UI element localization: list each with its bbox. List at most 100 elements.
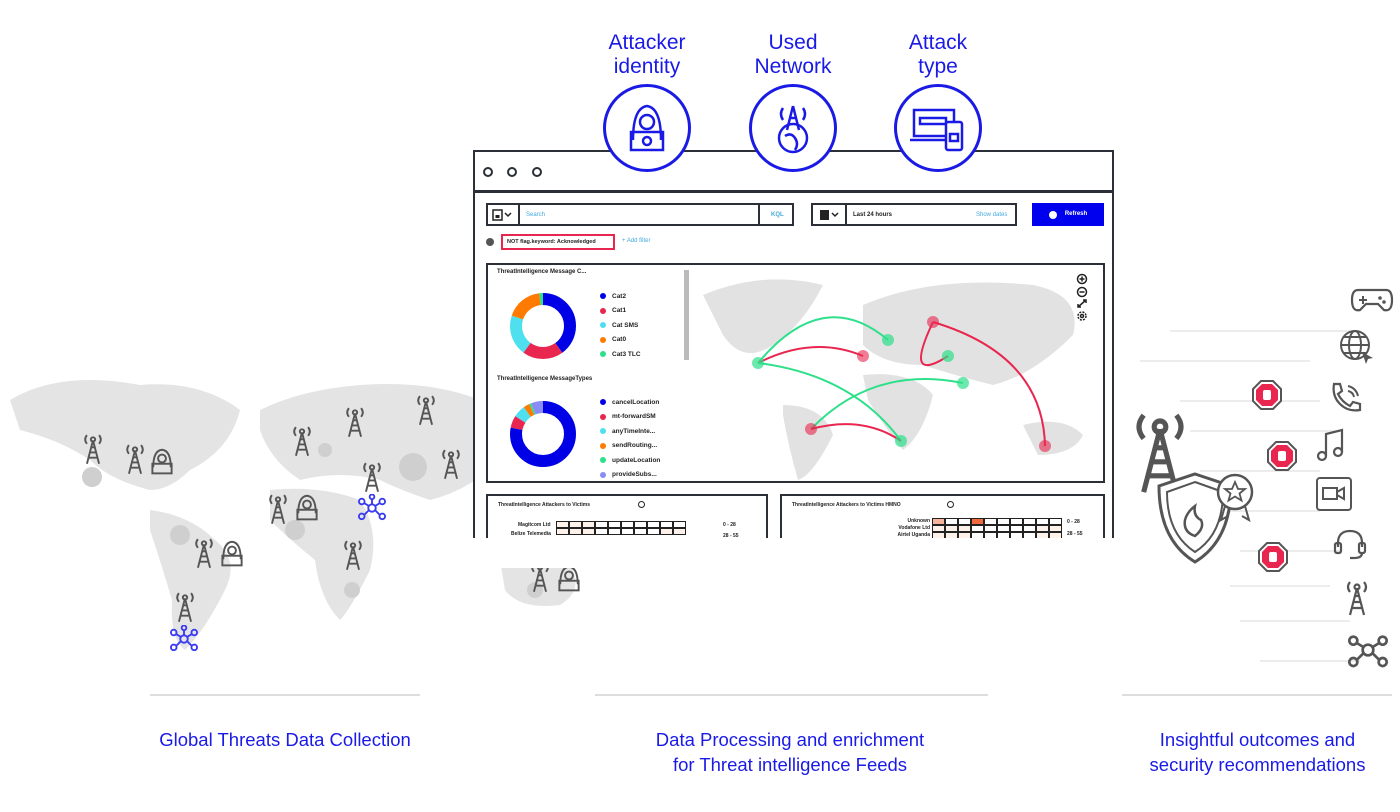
heat2-legend: 28 - 55 bbox=[1067, 531, 1083, 537]
filter-options-icon[interactable] bbox=[486, 238, 494, 246]
legend-dot bbox=[600, 399, 606, 406]
heatmap-cell[interactable] bbox=[673, 528, 686, 535]
heatmap-cell[interactable] bbox=[569, 528, 582, 535]
network-node-icon bbox=[170, 625, 198, 653]
heatmap-cell[interactable] bbox=[997, 525, 1010, 532]
info-icon[interactable] bbox=[947, 501, 954, 508]
zoom-out-icon[interactable] bbox=[1076, 286, 1088, 298]
heatmap-cell[interactable] bbox=[634, 521, 647, 528]
donut-chart-message-types bbox=[510, 401, 576, 467]
heatmap-cell[interactable] bbox=[1049, 525, 1062, 532]
hacker-icon bbox=[148, 448, 176, 476]
heatmap-cell[interactable] bbox=[984, 525, 997, 532]
heatmap-grid bbox=[556, 521, 686, 535]
legend-item[interactable]: provideSubs... bbox=[600, 468, 660, 483]
heatmap-cell[interactable] bbox=[608, 521, 621, 528]
dashboard-window: Search KQL Last 24 hours Show dates Refr… bbox=[473, 150, 1114, 550]
heatmap-cell[interactable] bbox=[1010, 518, 1023, 525]
scrollbar[interactable] bbox=[684, 270, 689, 360]
legend-dot bbox=[600, 413, 606, 420]
legend-item[interactable]: Cat0 bbox=[600, 333, 641, 348]
heatmap-cell[interactable] bbox=[945, 518, 958, 525]
heatmap-cell[interactable] bbox=[621, 528, 634, 535]
heatmap-cell[interactable] bbox=[1049, 518, 1062, 525]
legend-label: provideSubs... bbox=[612, 471, 657, 479]
stop-hand-icon bbox=[1258, 542, 1288, 572]
heat2-legend: 0 - 28 bbox=[1067, 519, 1080, 525]
legend-dot bbox=[600, 293, 606, 300]
heatmap-cell[interactable] bbox=[971, 518, 984, 525]
shield-flame-icon bbox=[1157, 472, 1233, 564]
heatmap-cell[interactable] bbox=[582, 521, 595, 528]
heatmap-cell[interactable] bbox=[634, 528, 647, 535]
window-dot[interactable] bbox=[483, 167, 493, 177]
fullscreen-icon[interactable] bbox=[1077, 299, 1087, 308]
heatmap-cell[interactable] bbox=[660, 528, 673, 535]
heatmap-cell[interactable] bbox=[673, 521, 686, 528]
heatmap-cell[interactable] bbox=[997, 518, 1010, 525]
date-picker[interactable]: Last 24 hours Show dates bbox=[811, 203, 1017, 226]
zoom-in-icon[interactable] bbox=[1076, 273, 1088, 285]
info-icon[interactable] bbox=[638, 501, 645, 508]
heatmap-cell[interactable] bbox=[621, 521, 634, 528]
heat2-row: Vodafone Ltd bbox=[898, 525, 930, 531]
window-dot[interactable] bbox=[507, 167, 517, 177]
calendar-icon[interactable] bbox=[819, 209, 841, 221]
heatmap-cell[interactable] bbox=[1023, 518, 1036, 525]
legend-item[interactable]: Cat1 bbox=[600, 304, 641, 319]
heatmap-cell[interactable] bbox=[1036, 518, 1049, 525]
heat2-title: ThreatIntelligence Attackers to Victims … bbox=[792, 502, 901, 508]
heatmap-cell[interactable] bbox=[660, 521, 673, 528]
heatmap-cell[interactable] bbox=[971, 525, 984, 532]
filter-pill[interactable]: NOT flag.keyword: Acknowledged bbox=[501, 234, 615, 250]
heatmap-cell[interactable] bbox=[595, 528, 608, 535]
legend-label: Cat SMS bbox=[612, 321, 639, 329]
legend-item[interactable]: anyTimeInte... bbox=[600, 424, 660, 439]
heatmap-cell[interactable] bbox=[556, 528, 569, 535]
legend-item[interactable]: Cat3 TLC bbox=[600, 347, 641, 362]
heatmap-cell[interactable] bbox=[556, 521, 569, 528]
legend-item[interactable]: cancelLocation bbox=[600, 395, 660, 410]
heatmap-cell[interactable] bbox=[569, 521, 582, 528]
heat1-row: Magitcom Ltd bbox=[518, 522, 551, 528]
add-filter-button[interactable]: + Add filter bbox=[622, 238, 651, 244]
saved-query-icon[interactable] bbox=[492, 209, 514, 221]
heatmap-cell[interactable] bbox=[595, 521, 608, 528]
tower-icon bbox=[122, 442, 148, 476]
tower-icon bbox=[413, 393, 439, 427]
heatmap-cell[interactable] bbox=[932, 518, 945, 525]
search-input[interactable]: Search bbox=[526, 212, 546, 218]
heatmap-cell[interactable] bbox=[1036, 525, 1049, 532]
settings-icon[interactable] bbox=[1077, 311, 1087, 321]
heatmap-cell[interactable] bbox=[958, 518, 971, 525]
show-dates-link[interactable]: Show dates bbox=[976, 212, 1008, 218]
legend-item[interactable]: Cat2 bbox=[600, 289, 641, 304]
heatmap-grid bbox=[932, 518, 1062, 539]
legend-dot bbox=[600, 336, 606, 343]
label-used-network: Used Network bbox=[754, 31, 832, 78]
heatmap-cell[interactable] bbox=[945, 525, 958, 532]
heatmap-cell[interactable] bbox=[582, 528, 595, 535]
tower-icon bbox=[1342, 578, 1372, 618]
legend-item[interactable]: Cat SMS bbox=[600, 318, 641, 333]
heatmap-cell[interactable] bbox=[984, 518, 997, 525]
kql-button[interactable]: KQL bbox=[771, 212, 784, 218]
heatmap-cell[interactable] bbox=[647, 528, 660, 535]
chart1-title: ThreatIntelligence Message C... bbox=[497, 269, 587, 275]
label-attacker-identity: Attacker identity bbox=[608, 31, 686, 78]
legend-item[interactable]: mt-forwardSM bbox=[600, 410, 660, 425]
heatmap-cell[interactable] bbox=[647, 521, 660, 528]
refresh-button[interactable]: Refresh bbox=[1032, 203, 1104, 226]
heatmap-cell[interactable] bbox=[1023, 525, 1036, 532]
heatmap-cell[interactable] bbox=[608, 528, 621, 535]
heatmap-cell[interactable] bbox=[958, 525, 971, 532]
stop-hand-icon bbox=[1267, 441, 1297, 471]
globe-cursor-icon bbox=[1340, 330, 1373, 364]
window-dot[interactable] bbox=[532, 167, 542, 177]
search-bar[interactable]: Search KQL bbox=[486, 203, 794, 226]
legend-item[interactable]: updateLocation bbox=[600, 453, 660, 468]
heatmap-cell[interactable] bbox=[1010, 525, 1023, 532]
legend-item[interactable]: sendRouting... bbox=[600, 439, 660, 454]
heatmap-cell[interactable] bbox=[932, 525, 945, 532]
